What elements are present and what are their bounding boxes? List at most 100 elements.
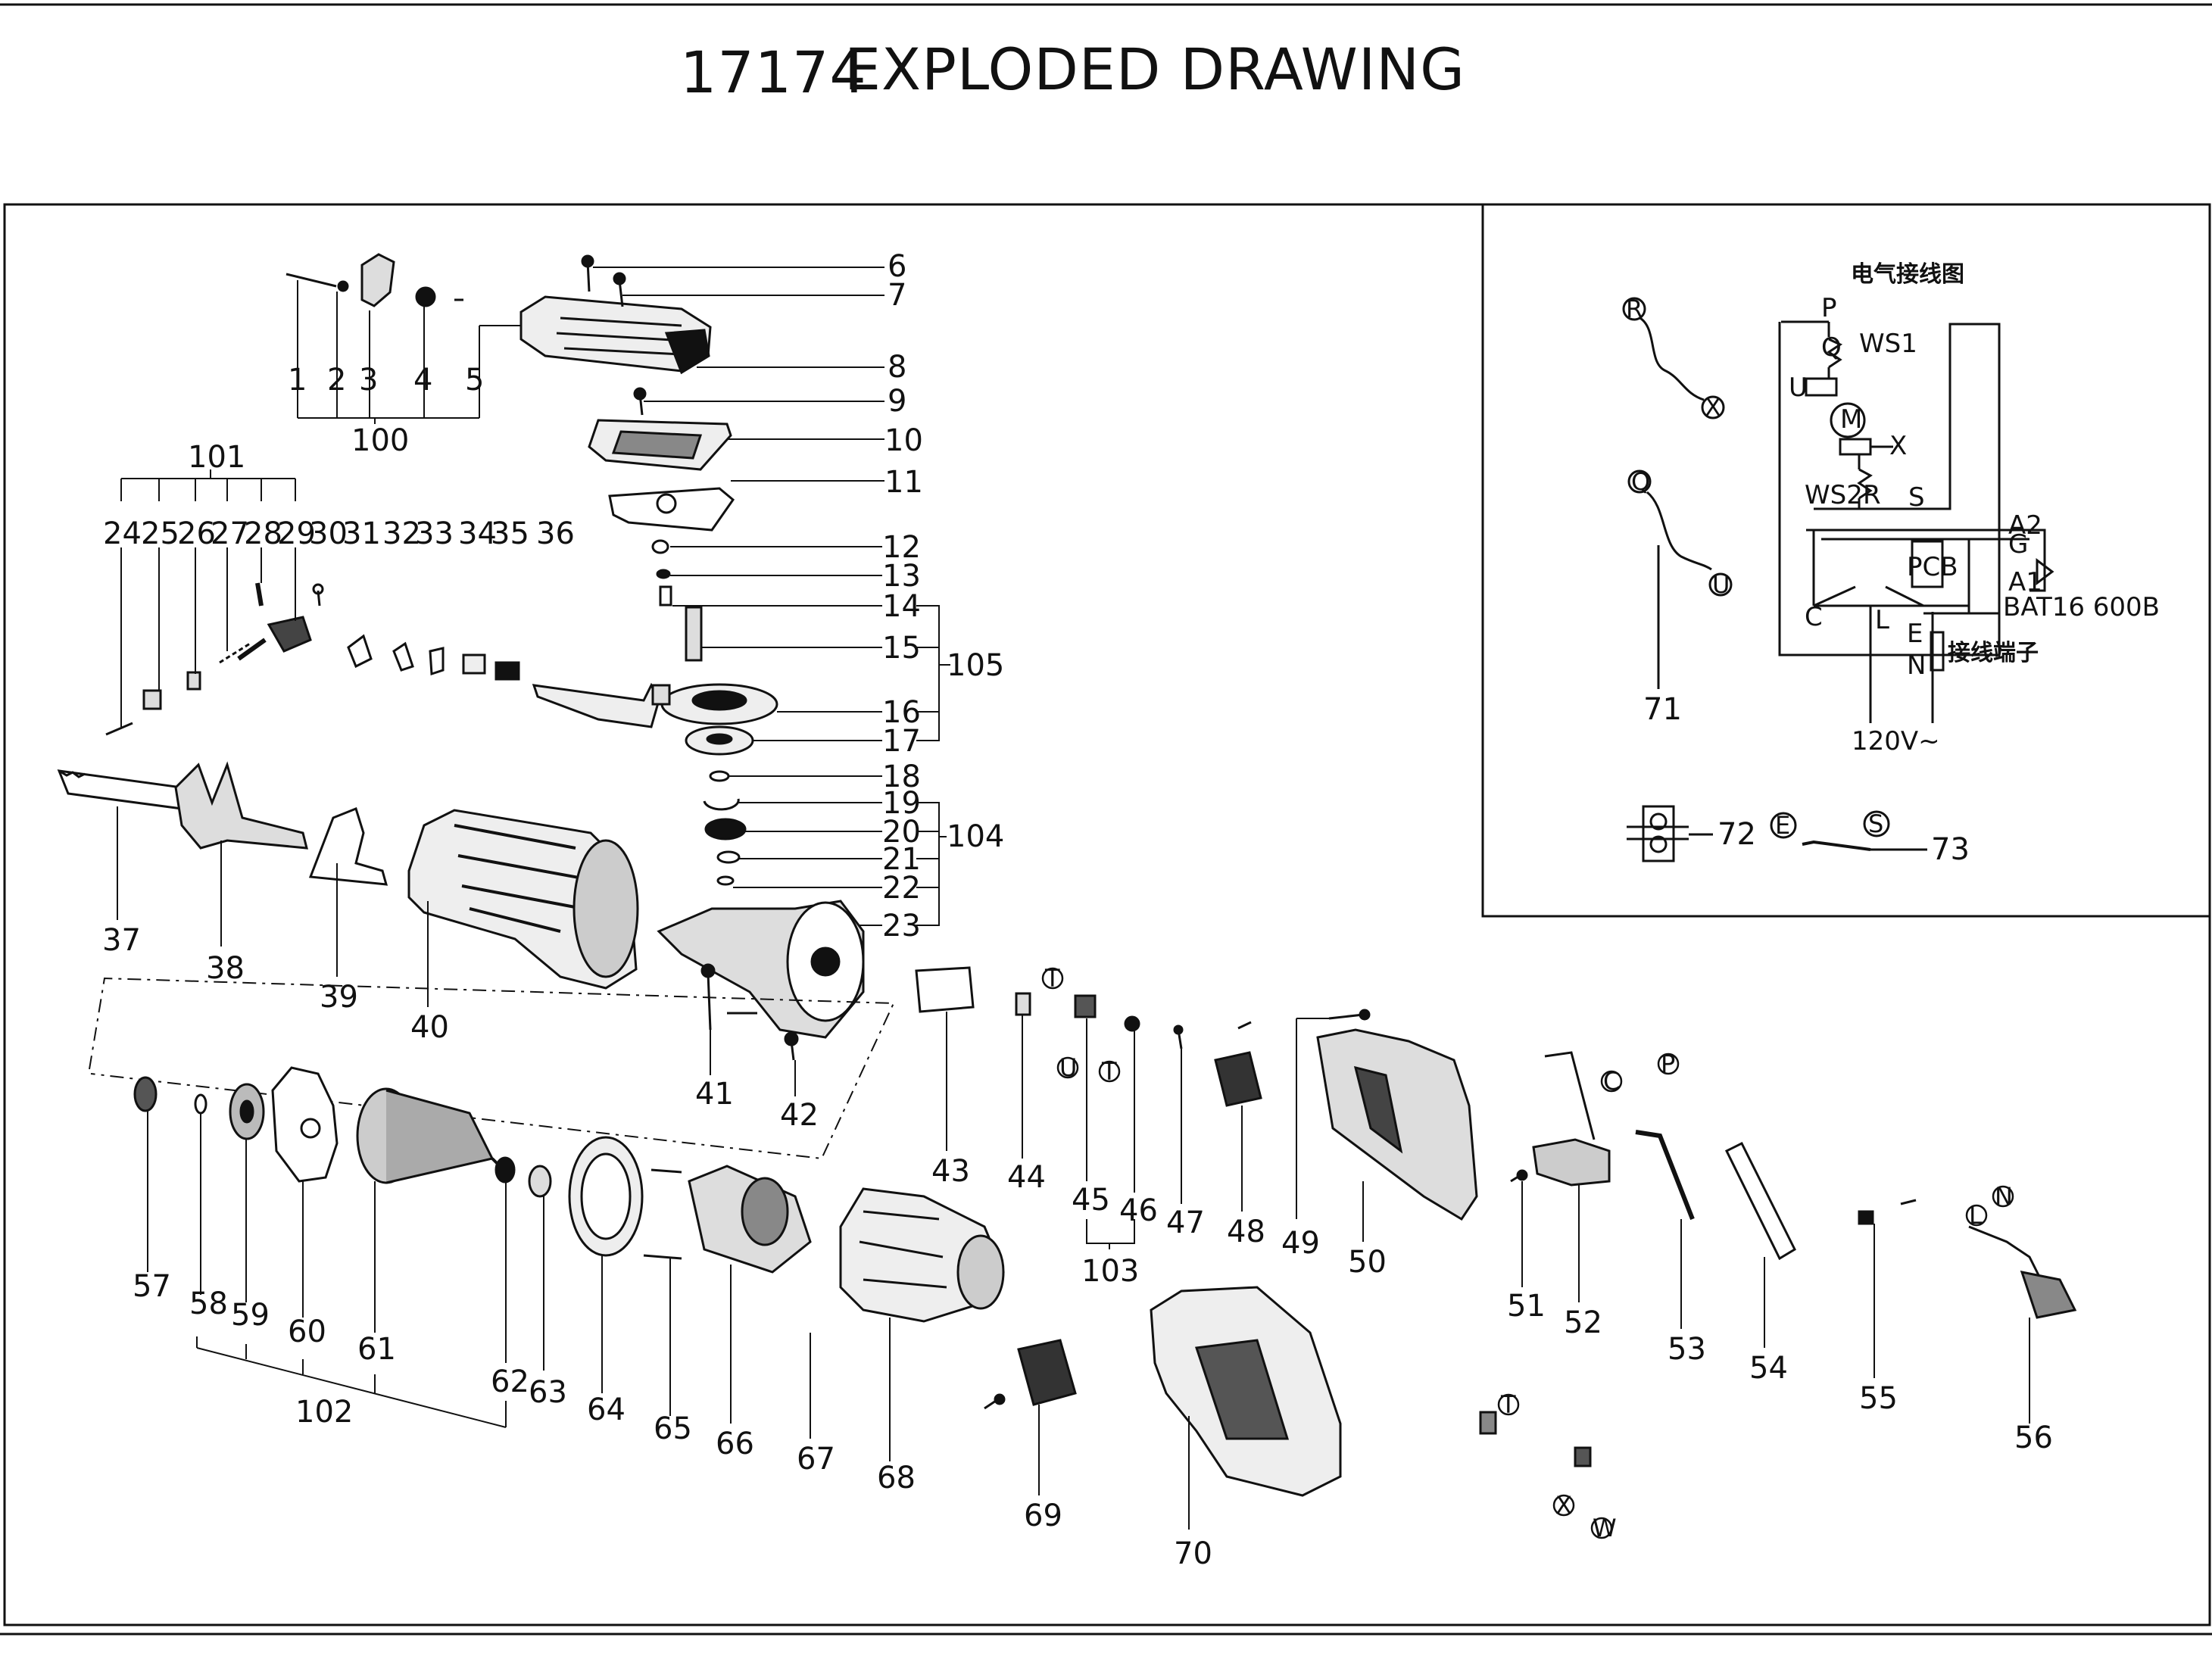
wiring-label-S: S	[1908, 482, 1925, 513]
part-label-40: 40	[410, 1010, 449, 1045]
part-label-31: 31	[342, 516, 381, 551]
part-label-57: 57	[133, 1269, 171, 1304]
wiring-title: 电气接线图	[1851, 261, 1964, 288]
part-label-24: 24	[103, 516, 142, 551]
part-label-2: 2	[327, 363, 346, 398]
part-label-46: 46	[1119, 1193, 1158, 1228]
marker-R-wiring: R	[1626, 295, 1643, 323]
wiring-label-U: U	[1789, 373, 1808, 403]
part-label-50: 50	[1348, 1245, 1387, 1280]
connector-parts	[1627, 805, 1927, 862]
wiring-label-X: X	[1889, 431, 1907, 461]
part-label-30: 30	[309, 516, 348, 551]
part-label-1: 1	[288, 363, 307, 398]
part-label-34: 34	[458, 516, 497, 551]
wiring-label-Q: Q	[1821, 332, 1842, 363]
part-label-32: 32	[382, 516, 421, 551]
leaders-top	[297, 267, 884, 482]
part-label-58: 58	[189, 1286, 228, 1321]
part-label-16: 16	[882, 695, 921, 730]
armature-dashed-outline	[89, 977, 895, 1160]
marker-X-1: X	[1555, 1491, 1572, 1520]
marker-T-3: T	[1500, 1390, 1516, 1419]
wiring-label-E: E	[1907, 619, 1923, 649]
part-label-43: 43	[931, 1154, 970, 1189]
part-label-15: 15	[882, 631, 921, 666]
part-label-12: 12	[882, 530, 921, 565]
wiring-label-C: C	[1805, 602, 1823, 632]
marker-U-1: U	[1059, 1053, 1077, 1082]
part-label-27: 27	[211, 516, 249, 551]
part-label-63: 63	[529, 1375, 567, 1410]
drawing-number: 17174	[680, 39, 867, 106]
wiring-label-PCB: PCB	[1907, 552, 1958, 582]
wiring-label-L: L	[1875, 605, 1889, 635]
part-label-51: 51	[1507, 1289, 1546, 1324]
part-label-17: 17	[882, 724, 921, 759]
part-label-45: 45	[1072, 1183, 1110, 1218]
wiring-label-WS2: WS2	[1805, 480, 1863, 510]
blade-clamp-parts	[105, 582, 671, 736]
part-label-22: 22	[882, 871, 921, 906]
part-label-65: 65	[654, 1411, 692, 1446]
part-label-4: 4	[413, 363, 432, 398]
marker-L-1: L	[1969, 1201, 1983, 1230]
part-label-19: 19	[882, 786, 921, 821]
group-label-100: 100	[351, 423, 409, 458]
part-label-20: 20	[882, 815, 921, 850]
group-label-105: 105	[947, 648, 1004, 683]
part-label-6: 6	[888, 249, 906, 284]
part-label-13: 13	[882, 559, 921, 594]
leaders-motor	[147, 1112, 891, 1461]
part-label-25: 25	[141, 516, 179, 551]
part-label-62: 62	[491, 1364, 529, 1399]
marker-N-1: N	[1995, 1182, 2013, 1211]
part-label-38: 38	[206, 951, 245, 986]
marker-X-wiring: X	[1705, 393, 1721, 422]
part-label-73: 73	[1931, 832, 1970, 867]
wiring-label-A2: A2	[2008, 510, 2042, 541]
motor-parts	[133, 1066, 1005, 1323]
part-label-48: 48	[1227, 1215, 1265, 1249]
wiring-label-voltage: 120V~	[1852, 726, 1940, 756]
part-label-54: 54	[1749, 1351, 1788, 1386]
marker-T-2: T	[1101, 1057, 1117, 1086]
wiring-label-bat: BAT16 600B	[2003, 592, 2160, 622]
blade-shoe-housing	[57, 761, 865, 1061]
part-label-28: 28	[244, 516, 282, 551]
wiring-label-R: R	[1863, 480, 1881, 510]
gear-stack	[651, 539, 778, 886]
wiring-label-P: P	[1821, 293, 1837, 323]
part-label-10: 10	[884, 423, 923, 458]
part-label-42: 42	[780, 1098, 819, 1133]
part-label-8: 8	[888, 350, 906, 385]
part-label-69: 69	[1024, 1499, 1062, 1533]
marker-Q-wiring: Q	[1631, 467, 1650, 496]
wiring-label-N: N	[1907, 650, 1926, 681]
part-label-60: 60	[288, 1315, 326, 1349]
part-label-49: 49	[1281, 1226, 1320, 1261]
part-label-36: 36	[536, 516, 575, 551]
part-label-41: 41	[695, 1077, 734, 1112]
part-label-70: 70	[1174, 1536, 1212, 1571]
leaders-gear	[670, 546, 950, 926]
leaders-housing	[117, 806, 796, 1096]
part-label-3: 3	[359, 363, 378, 398]
part-label-21: 21	[882, 842, 921, 877]
marker-T-1: T	[1044, 964, 1060, 993]
part-label-67: 67	[797, 1442, 835, 1477]
wiring-label-M: M	[1840, 404, 1862, 435]
part-label-44: 44	[1007, 1160, 1046, 1195]
part-label-64: 64	[587, 1392, 626, 1427]
wiring-label-A1: A1	[2008, 567, 2042, 597]
wiring-label-WS1: WS1	[1859, 329, 1917, 359]
part-label-61: 61	[357, 1332, 396, 1367]
part-label-11: 11	[884, 465, 923, 500]
group-label-104: 104	[947, 819, 1004, 854]
part-label-7: 7	[888, 278, 906, 313]
wiring-label-G: G	[2008, 529, 2028, 560]
marker-C-1: C	[1603, 1067, 1620, 1096]
part-label-56: 56	[2014, 1421, 2053, 1455]
group-label-101: 101	[188, 440, 245, 475]
